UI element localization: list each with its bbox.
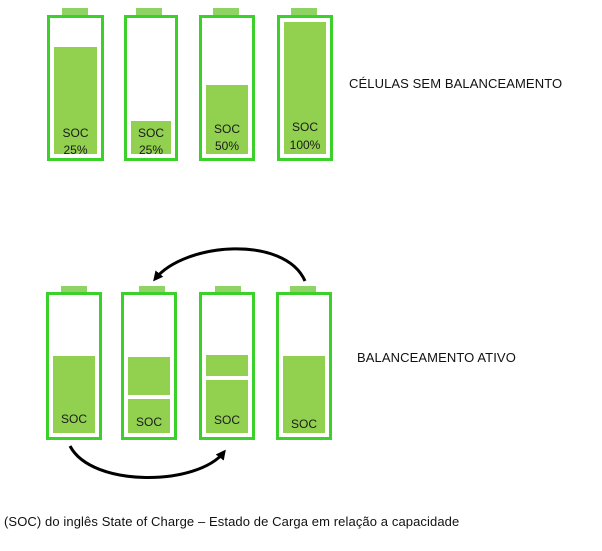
battery-terminal [139, 286, 165, 294]
battery-terminal [62, 8, 88, 16]
soc-label: SOC [62, 126, 89, 140]
charge-level [283, 356, 325, 433]
battery-cell-3: SOC 50% [199, 15, 255, 161]
soc-label: SOC [213, 122, 240, 136]
battery-terminal [291, 8, 317, 16]
soc-value: 25% [138, 143, 164, 157]
battery-terminal [213, 8, 239, 16]
charge-level-lower [206, 380, 248, 433]
battery-cell-3: SOC [199, 292, 255, 440]
charge-level [206, 85, 248, 154]
charge-level [53, 356, 95, 433]
arrow-cell1-to-cell3 [68, 445, 226, 479]
battery-cell-2: SOC [121, 292, 177, 440]
arrow-cell4-to-cell2 [153, 247, 307, 282]
battery-terminal [61, 286, 87, 294]
battery-cell-1: SOC [46, 292, 102, 440]
soc-label: SOC [290, 417, 317, 431]
soc-label: SOC [291, 120, 318, 134]
soc-value: 50% [214, 139, 240, 153]
soc-value: 100% [289, 138, 321, 152]
soc-label: SOC [213, 413, 240, 427]
active-balancing-title: BALANCEAMENTO ATIVO [357, 350, 516, 365]
charge-level [131, 121, 171, 154]
charge-level-upper [206, 355, 248, 376]
soc-value: 25% [63, 143, 88, 157]
charge-level [284, 22, 326, 154]
unbalanced-title: CÉLULAS SEM BALANCEAMENTO [349, 76, 563, 91]
charge-level-upper [128, 357, 170, 395]
battery-cell-2: SOC 25% [124, 15, 178, 161]
battery-terminal [290, 286, 316, 294]
battery-cell-1: SOC 25% [47, 15, 104, 161]
battery-terminal [136, 8, 162, 16]
soc-label: SOC [60, 412, 87, 426]
soc-label: SOC [135, 415, 162, 429]
soc-label: SOC [137, 126, 164, 140]
battery-cell-4: SOC [276, 292, 332, 440]
charge-level [54, 47, 97, 154]
charge-level-lower [128, 399, 170, 433]
battery-terminal [215, 286, 241, 294]
battery-cell-4: SOC 100% [277, 15, 333, 161]
soc-footnote: (SOC) do inglês State of Charge – Estado… [4, 514, 460, 529]
